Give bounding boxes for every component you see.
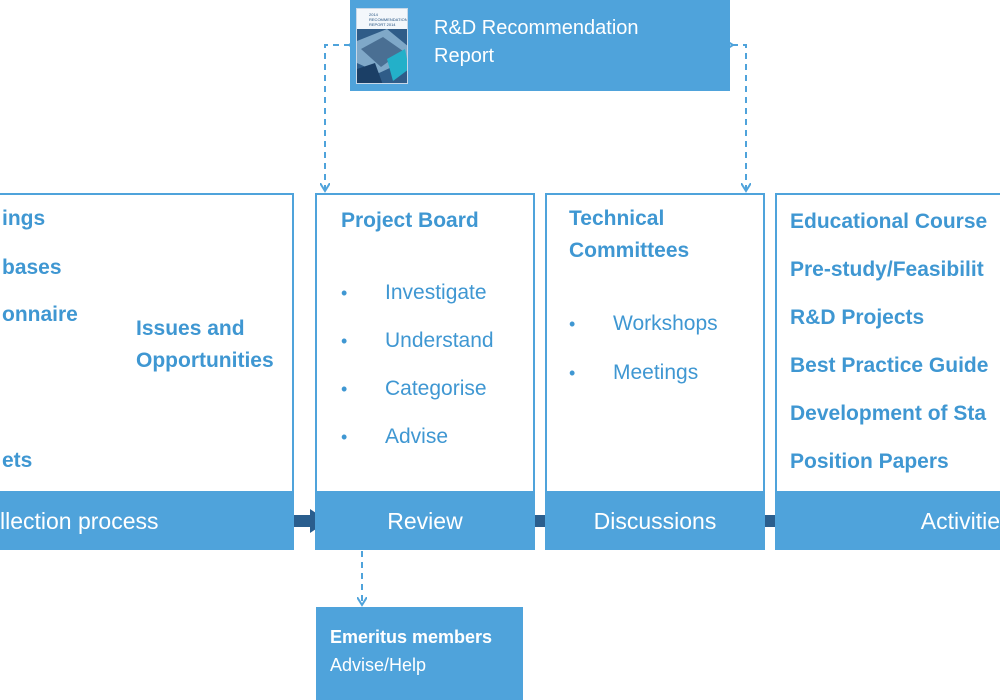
bullet-icon: •: [569, 314, 576, 334]
collection-footer: llection process: [0, 492, 294, 550]
review-box: Project Board • Investigate • Understand…: [315, 193, 535, 493]
activity-item-6: Position Papers: [790, 450, 949, 473]
emeritus-subtitle: Advise/Help: [330, 655, 427, 675]
technical-committees-heading: Technical Committees: [569, 203, 689, 267]
discussion-item-2: Meetings: [613, 361, 699, 384]
report-box: 2014 RECOMMENDATION REPORT 2014 R&D Reco…: [350, 0, 730, 91]
discussions-box: Technical Committees • Workshops • Meeti…: [545, 193, 765, 493]
activity-item-1: Educational Course: [790, 210, 988, 233]
bullet-icon: •: [341, 379, 348, 399]
review-footer: Review: [315, 492, 535, 550]
activity-item-2: Pre-study/Feasibilit: [790, 258, 984, 281]
emeritus-box: Emeritus members Advise/Help: [316, 607, 523, 700]
collection-box: ings bases onnaire ets Issues and Opport…: [0, 193, 294, 493]
report-title: R&D Recommendation Report: [434, 14, 639, 70]
issues-opportunities-label: Issues and Opportunities: [136, 313, 274, 377]
activities-box: Educational Course Pre-study/Feasibilit …: [775, 193, 1000, 493]
bullet-icon: •: [341, 427, 348, 447]
collection-item-3: onnaire: [2, 303, 78, 326]
bullet-icon: •: [341, 331, 348, 351]
report-thumbnail: 2014 RECOMMENDATION REPORT 2014: [356, 8, 408, 84]
activity-item-5: Development of Sta: [790, 402, 987, 425]
report-cover-graphic: [357, 29, 407, 83]
review-item-1: Investigate: [385, 281, 487, 304]
report-title-line1: R&D Recommendation: [434, 17, 639, 39]
report-activities-dashed-link: [732, 45, 746, 190]
discussions-footer: Discussions: [545, 492, 765, 550]
review-item-3: Categorise: [385, 377, 487, 400]
activity-item-4: Best Practice Guide: [790, 354, 989, 377]
discussion-item-1: Workshops: [613, 312, 718, 335]
collection-item-1: ings: [2, 207, 46, 230]
review-item-4: Advise: [385, 425, 449, 448]
issues-line2: Opportunities: [136, 349, 274, 372]
activity-item-3: R&D Projects: [790, 306, 925, 329]
report-title-line2: Report: [434, 45, 495, 67]
bullet-icon: •: [341, 283, 348, 303]
report-review-dashed-link: [325, 45, 350, 190]
activities-footer: Activitie: [775, 492, 1000, 550]
technical-line2: Committees: [569, 239, 690, 262]
emeritus-title: Emeritus members: [330, 627, 493, 647]
bullet-icon: •: [569, 363, 576, 383]
collection-item-2: bases: [2, 256, 62, 279]
technical-line1: Technical: [569, 207, 665, 230]
collection-item-4: ets: [2, 449, 33, 472]
project-board-heading: Project Board: [341, 209, 479, 232]
report-thumbnail-title: 2014 RECOMMENDATION REPORT 2014: [369, 12, 407, 27]
issues-line1: Issues and: [136, 317, 245, 340]
review-item-2: Understand: [385, 329, 494, 352]
